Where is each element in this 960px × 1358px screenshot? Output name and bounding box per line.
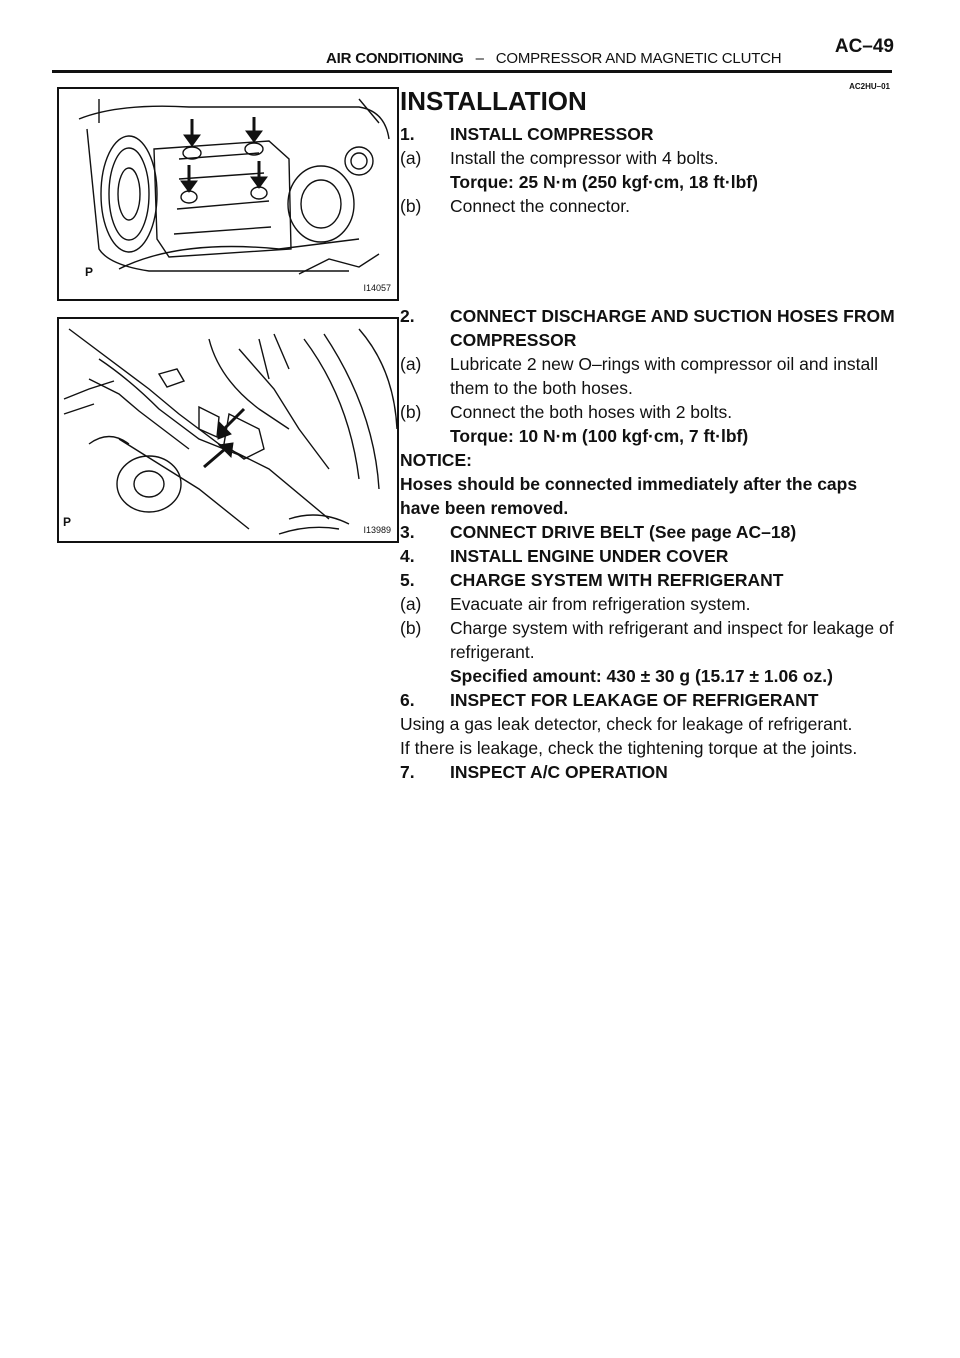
step-2a: (a)Lubricate 2 new O–rings with compress… (400, 354, 878, 374)
notice-text-cont: have been removed. (400, 498, 569, 518)
step-6-para-1: Using a gas leak detector, check for lea… (400, 714, 853, 734)
step-2-torque: Torque: 10 N·m (100 kgf·cm, 7 ft·lbf) (450, 426, 749, 446)
step-1b: (b)Connect the connector. (400, 196, 630, 216)
header-rule (52, 70, 892, 73)
section-title: AIR CONDITIONING (326, 50, 464, 67)
step-2-title-cont: COMPRESSOR (450, 330, 577, 350)
figure-compressor: P I14057 (57, 87, 399, 301)
step-3-title: 3.CONNECT DRIVE BELT (See page AC–18) (400, 522, 797, 542)
step-2-title: 2.CONNECT DISCHARGE AND SUCTION HOSES FR… (400, 306, 895, 326)
procedure-text: INSTALLATION 1.INSTALL COMPRESSOR (a)Ins… (400, 84, 900, 784)
step-5b: (b)Charge system with refrigerant and in… (400, 618, 894, 638)
step-1-title: 1.INSTALL COMPRESSOR (400, 124, 654, 144)
step-2a-cont: them to the both hoses. (450, 378, 633, 398)
bolt-arrows (180, 117, 268, 193)
page-title: INSTALLATION (400, 86, 587, 116)
step-6-title: 6.INSPECT FOR LEAKAGE OF REFRIGERANT (400, 690, 819, 710)
hoses-illustration (63, 328, 397, 535)
figure-letter: P (63, 515, 72, 529)
step-6-para-2: If there is leakage, check the tightenin… (400, 738, 858, 758)
step-1-torque: Torque: 25 N·m (250 kgf·cm, 18 ft·lbf) (450, 172, 758, 192)
step-1a: (a)Install the compressor with 4 bolts. (400, 148, 719, 168)
step-7-title: 7.INSPECT A/C OPERATION (400, 762, 668, 782)
document-id: AC2HU–01 (849, 82, 890, 91)
compressor-illustration (78, 98, 390, 275)
subsection-title: COMPRESSOR AND MAGNETIC CLUTCH (495, 50, 782, 67)
notice-text: Hoses should be connected immediately af… (400, 474, 858, 494)
step-4-title: 4.INSTALL ENGINE UNDER COVER (400, 546, 729, 566)
step-5a: (a)Evacuate air from refrigeration syste… (400, 594, 751, 614)
running-header: AIR CONDITIONING – COMPRESSOR AND MAGNET… (326, 50, 782, 67)
step-5b-cont: refrigerant. (450, 642, 535, 662)
figure-code: I13989 (363, 525, 391, 535)
page-number: AC–49 (834, 36, 894, 57)
figure-letter: P (85, 265, 94, 279)
step-5-title: 5.CHARGE SYSTEM WITH REFRIGERANT (400, 570, 784, 590)
figure-hoses: P I13989 (57, 317, 399, 543)
notice-label: NOTICE: (400, 450, 472, 470)
step-5-spec: Specified amount: 430 ± 30 g (15.17 ± 1.… (450, 666, 833, 686)
figure-code: I14057 (363, 283, 391, 293)
step-2b: (b)Connect the both hoses with 2 bolts. (400, 402, 733, 422)
bolt-arrows (203, 407, 246, 469)
header-separator: – (475, 50, 484, 67)
